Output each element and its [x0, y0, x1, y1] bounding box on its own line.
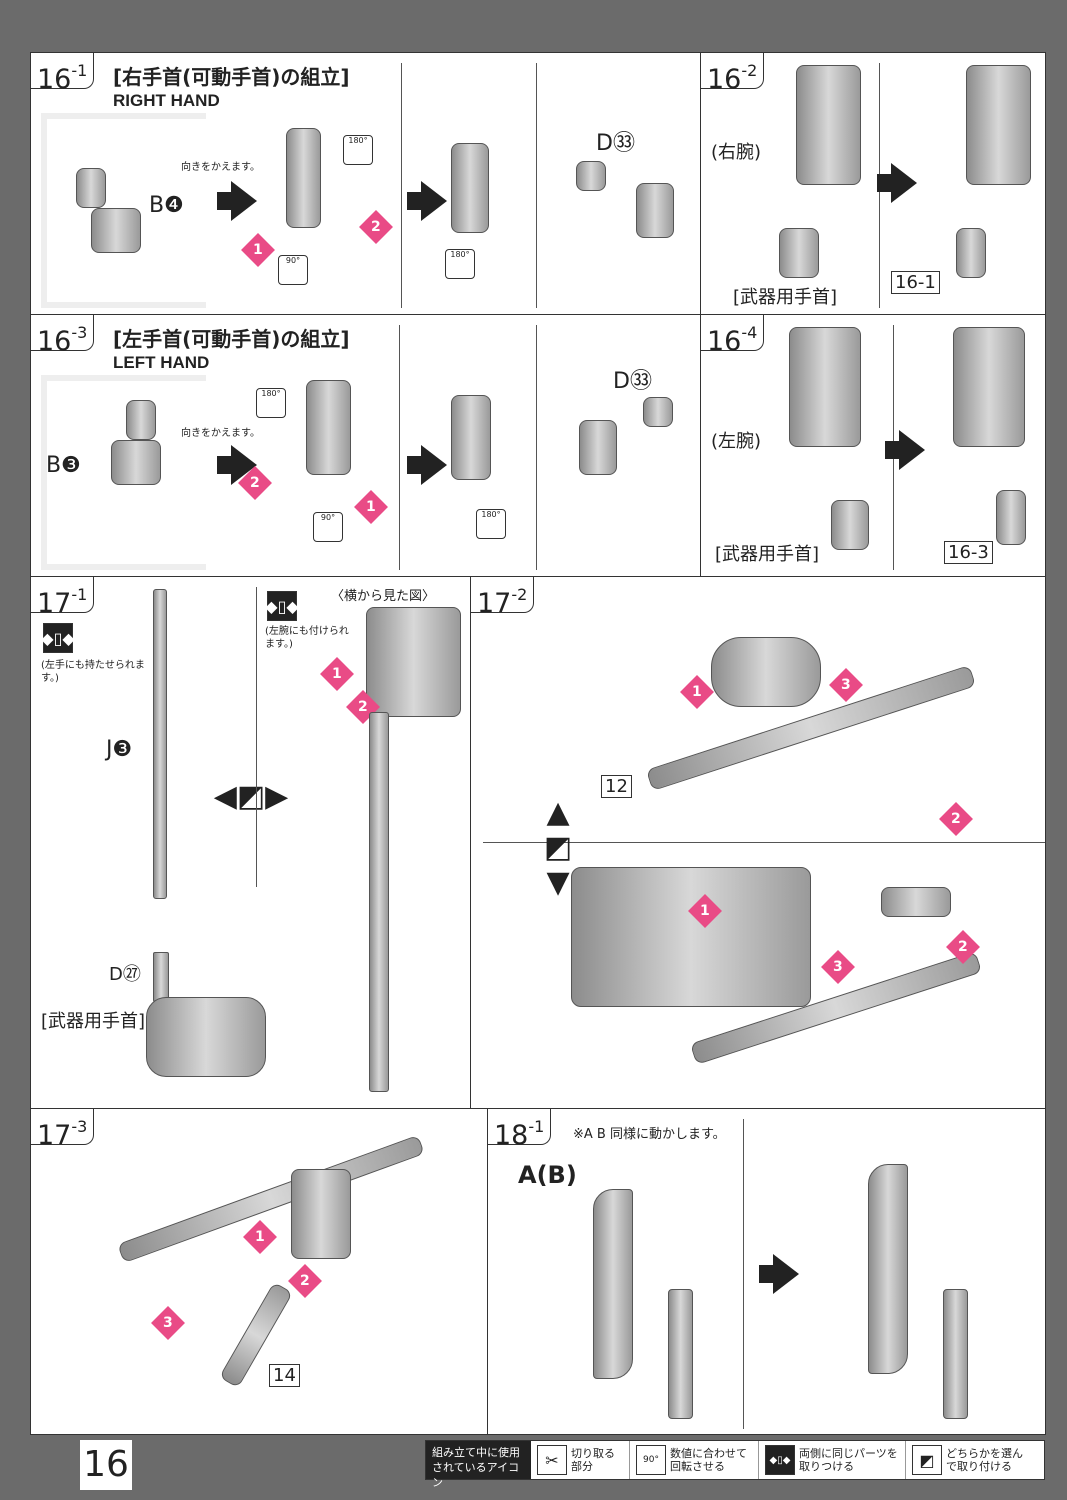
rotate-90-icon: 90°: [636, 1445, 666, 1475]
side-view-label: 〈横から見た図〉: [331, 589, 436, 604]
choose-one-icon: ◩: [912, 1445, 942, 1475]
both-sides-icon: ◆▯◆: [765, 1445, 795, 1475]
part-label: B❹: [149, 193, 184, 218]
choose-one-icon: ▲◩▼: [543, 795, 573, 900]
instruction-sheet: 16-1 [右手首(可動手首)の組立] RIGHT HAND B❹ 向きをかえま…: [30, 52, 1046, 1435]
nipper-icon: ✂: [537, 1445, 567, 1475]
step-16-3: 16-3 [左手首(可動手首)の組立] LEFT HAND B❸ 向きをかえます…: [30, 314, 701, 577]
legend-text: どちらかを選んで取り付ける: [946, 1447, 1023, 1473]
legend-heading: 組み立て中に使用されているアイコン: [426, 1441, 531, 1489]
wrist-label: [武器用手首]: [733, 287, 838, 308]
legend-item: ✂切り取る部分: [531, 1441, 630, 1479]
step-16-2: 16-2 (右腕) [武器用手首] 16-1: [700, 52, 1046, 315]
legend-text: 数値に合わせて回転させる: [670, 1447, 747, 1473]
next-arrow: [217, 181, 257, 221]
part-label: D㉝: [613, 369, 652, 394]
choose-one-icon: ◀◩▶: [213, 779, 289, 814]
note: ※A B 同様に動かします。: [573, 1127, 726, 1142]
step-subtitle: LEFT HAND: [113, 353, 210, 372]
wrist-label: [武器用手首]: [715, 544, 820, 565]
both-sides-icon: ◆▯◆: [41, 623, 75, 653]
rotate-icon: 180°: [343, 135, 373, 165]
ref-box: 16-3: [944, 541, 993, 564]
note: (左腕にも付けられます。): [265, 626, 349, 650]
step-number: 16-1: [31, 53, 95, 95]
ref-box: 12: [601, 775, 632, 798]
note: 向きをかえます。: [181, 162, 260, 173]
legend-text: 切り取る部分: [571, 1447, 615, 1473]
step-17-3: 17-3 1 2 3 14: [30, 1108, 488, 1435]
step-subtitle: RIGHT HAND: [113, 91, 220, 110]
step-16-1: 16-1 [右手首(可動手首)の組立] RIGHT HAND B❹ 向きをかえま…: [30, 52, 701, 315]
ref-box: 14: [269, 1364, 300, 1387]
part-label: D㉝: [596, 131, 635, 156]
arm-label: (右腕): [711, 142, 762, 163]
legend-item: ◆▯◆両側に同じパーツを取りつける: [759, 1441, 906, 1479]
part-label: B❸: [46, 453, 81, 478]
icon-legend: 組み立て中に使用されているアイコン ✂切り取る部分 90°数値に合わせて回転させ…: [425, 1440, 1045, 1489]
part-label: A(B): [518, 1161, 577, 1189]
part-label: D㉗: [109, 964, 141, 985]
rotate-icon: 90°: [278, 255, 308, 285]
part-label: J❸: [106, 737, 133, 762]
note: 向きをかえます。: [181, 428, 260, 439]
wrist-label: [武器用手首]: [41, 1011, 146, 1032]
legend-item: 90°数値に合わせて回転させる: [630, 1441, 759, 1479]
legend-text: 両側に同じパーツを取りつける: [799, 1447, 898, 1473]
step-title: [左手首(可動手首)の組立]: [113, 327, 350, 351]
legend-item: ◩どちらかを選んで取り付ける: [906, 1441, 1034, 1479]
step-18-1: 18-1 ※A B 同様に動かします。 A(B): [487, 1108, 1046, 1435]
step-title: [右手首(可動手首)の組立]: [113, 65, 350, 89]
note: (左手にも持たせられます。): [41, 660, 145, 684]
step-16-4: 16-4 (左腕) [武器用手首] 16-3: [700, 314, 1046, 577]
step-17-2: 17-2 1 3 2 12 ▲◩▼ 1 3 2: [470, 576, 1046, 1109]
arm-label: (左腕): [711, 431, 762, 452]
step-17-1: 17-1 ◆▯◆ (左手にも持たせられます。) J❸ D㉗ [武器用手首] ◀◩…: [30, 576, 471, 1109]
ref-box: 16-1: [891, 271, 940, 294]
page-number: 16: [80, 1440, 132, 1490]
runner-illustration: [41, 113, 206, 308]
